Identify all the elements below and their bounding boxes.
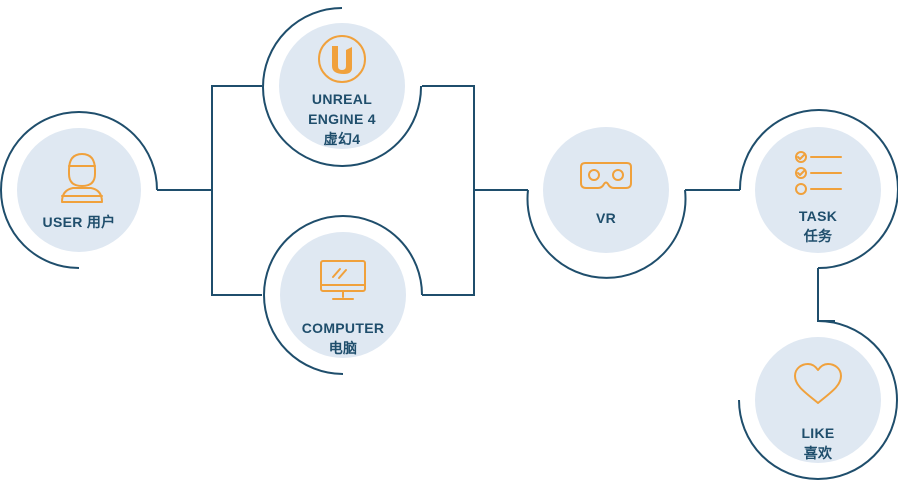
node-computer-line1: COMPUTER: [301, 320, 385, 336]
node-like-disc: [755, 337, 881, 463]
node-computer-label: COMPUTER 电脑: [283, 318, 403, 358]
node-user-ring: [0, 111, 158, 269]
node-vr-label-text: VR: [595, 210, 617, 226]
node-user-label: USER 用户: [29, 212, 129, 232]
user-icon: [61, 153, 103, 203]
node-like-line1: LIKE: [801, 425, 835, 441]
monitor-icon: [320, 260, 366, 300]
node-task-ring: [738, 109, 898, 270]
node-unreal-ring: [262, 7, 423, 167]
node-task-line1: TASK: [798, 208, 838, 224]
node-user-label-text: USER 用户: [42, 214, 116, 230]
node-user-disc: [17, 128, 141, 252]
vr-headset-icon: [580, 162, 632, 189]
node-unreal-disc: [279, 23, 405, 149]
unreal-engine-logo-icon: [318, 35, 366, 83]
node-unreal: [262, 7, 423, 167]
node-vr-label: VR: [566, 208, 646, 228]
node-user: [0, 111, 158, 269]
node-like: [738, 320, 898, 480]
node-like-label: LIKE 喜欢: [778, 423, 858, 463]
node-vr-ring: [526, 189, 687, 279]
node-computer: [263, 215, 423, 375]
node-like-ring: [738, 320, 898, 480]
connector-task-like: [817, 268, 835, 322]
node-vr: [526, 127, 687, 279]
node-task: [738, 109, 898, 270]
node-vr-disc: [543, 127, 669, 253]
checklist-icon: [795, 151, 842, 195]
connector-join-bracket: [422, 85, 475, 296]
connector-split-bracket: [211, 85, 262, 296]
node-unreal-line3: 虚幻4: [323, 131, 361, 147]
heart-icon: [794, 363, 842, 404]
connectors: [157, 85, 835, 322]
node-task-label: TASK 任务: [778, 206, 858, 246]
node-computer-line2: 电脑: [328, 340, 358, 356]
node-unreal-line1: UNREAL: [311, 91, 373, 107]
node-unreal-line2: ENGINE 4: [308, 111, 376, 127]
node-computer-ring: [263, 215, 423, 375]
node-task-line2: 任务: [803, 228, 833, 244]
node-unreal-label: UNREAL ENGINE 4 虚幻4: [287, 89, 397, 149]
node-like-line2: 喜欢: [803, 445, 833, 461]
